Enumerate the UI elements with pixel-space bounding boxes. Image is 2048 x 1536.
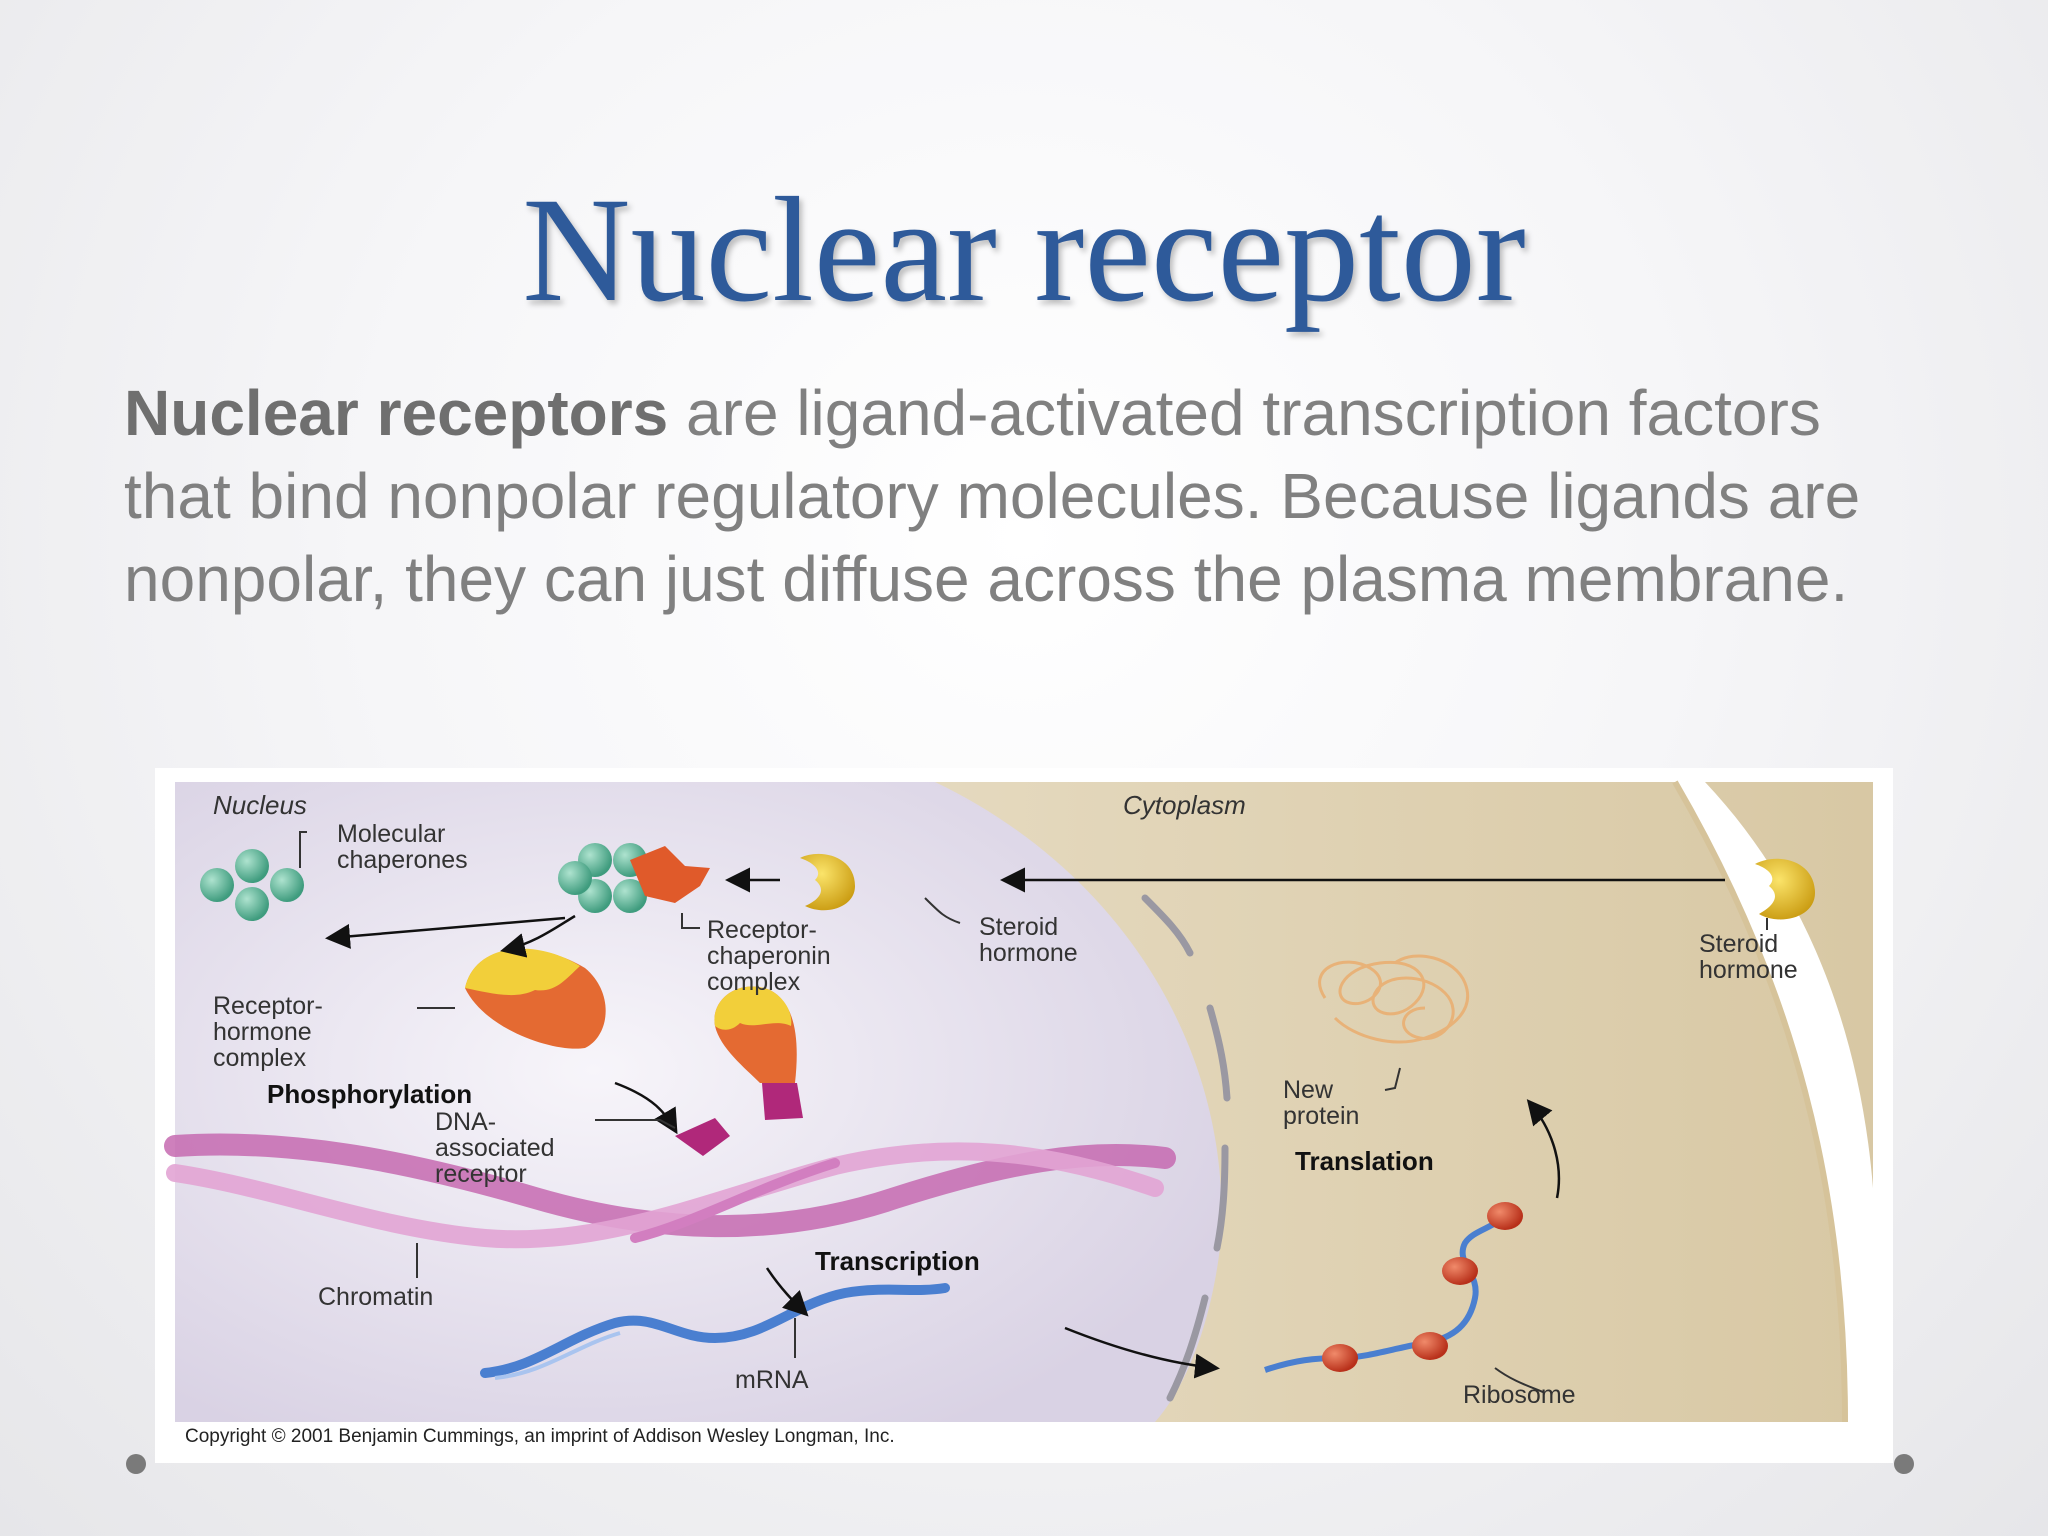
label-ribosome: Ribosome — [1463, 1381, 1576, 1409]
nuclear-envelope — [1141, 894, 1231, 1402]
label-chromatin: Chromatin — [318, 1283, 433, 1311]
diagram-canvas: Nucleus Cytoplasm Molecular chaperones R… — [164, 780, 1873, 1423]
body-paragraph: Nuclear receptors are ligand-activated t… — [124, 372, 1944, 621]
label-steroid-hormone-outside-1: Steroid — [1699, 930, 1778, 958]
label-translation: Translation — [1295, 1146, 1434, 1176]
label-nucleus: Nucleus — [213, 790, 307, 820]
label-new-protein-1: New — [1283, 1076, 1334, 1104]
steroid-hormone-outside — [1755, 858, 1815, 920]
label-phosphorylation: Phosphorylation — [267, 1079, 472, 1109]
label-steroid-hormone-inside-1: Steroid — [979, 913, 1058, 941]
figure-copyright: Copyright © 2001 Benjamin Cummings, an i… — [185, 1426, 895, 1447]
steroid-hormone-inside — [800, 853, 855, 911]
slide-title: Nuclear receptor — [522, 167, 1526, 333]
label-dna-receptor-3: receptor — [435, 1160, 527, 1188]
label-steroid-hormone-outside-2: hormone — [1699, 956, 1798, 984]
slide-decor-dot-left — [126, 1454, 146, 1474]
receptor-hormone-complex — [465, 948, 606, 1049]
ribosomes — [1322, 1202, 1523, 1372]
slide-decor-dot-right — [1894, 1454, 1914, 1474]
label-mrna: mRNA — [735, 1366, 809, 1394]
label-cytoplasm: Cytoplasm — [1123, 790, 1246, 820]
body-rest: are ligand-activated transcription facto… — [124, 377, 1861, 615]
label-receptor-chaperonin-3: complex — [707, 968, 801, 996]
nucleus-area — [175, 782, 1222, 1422]
label-receptor-chaperonin-2: chaperonin — [707, 942, 831, 970]
label-molecular-chaperones-2: chaperones — [337, 846, 468, 874]
label-steroid-hormone-inside-2: hormone — [979, 939, 1078, 967]
label-molecular-chaperones-1: Molecular — [337, 820, 445, 848]
plasma-membrane — [1672, 780, 1848, 1423]
nuclear-receptor-diagram: Nucleus Cytoplasm Molecular chaperones R… — [155, 768, 1893, 1463]
label-receptor-hormone-2: hormone — [213, 1018, 312, 1046]
mrna-strand — [480, 1283, 950, 1378]
label-new-protein-2: protein — [1283, 1102, 1359, 1130]
chaperone-cluster-left — [200, 849, 304, 921]
label-dna-receptor-1: DNA- — [435, 1108, 496, 1136]
label-receptor-chaperonin-1: Receptor- — [707, 916, 817, 944]
leader-lines — [299, 831, 1546, 1394]
new-protein — [1318, 954, 1470, 1044]
label-dna-receptor-2: associated — [435, 1134, 555, 1162]
label-receptor-hormone-1: Receptor- — [213, 992, 323, 1020]
chromatin-helix — [164, 1133, 1176, 1249]
label-receptor-hormone-3: complex — [213, 1044, 307, 1072]
body-term: Nuclear receptors — [124, 377, 669, 449]
dna-bound-receptor-complex — [714, 986, 803, 1120]
dna-associated-receptor — [675, 1118, 730, 1156]
receptor-chaperonin-complex — [558, 843, 710, 913]
label-transcription: Transcription — [815, 1246, 980, 1276]
pathway-arrows — [325, 867, 1725, 1379]
